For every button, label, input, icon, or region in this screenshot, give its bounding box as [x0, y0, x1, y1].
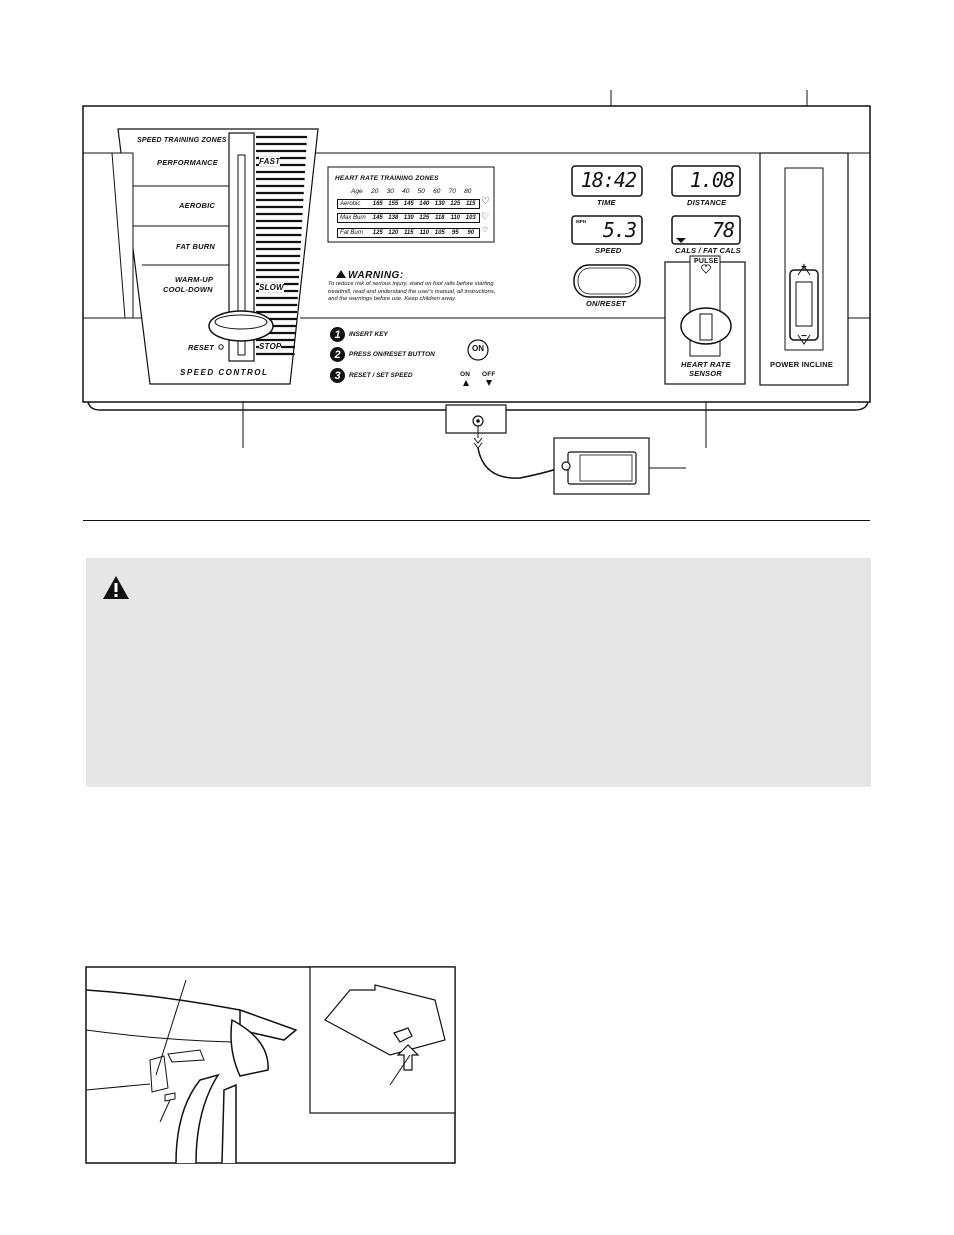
hr-row-aerobic: Aerobic 165 155 145 140 130 125 115 — [337, 199, 480, 209]
hr-sensor-label-2: SENSOR — [689, 369, 722, 378]
age-cell: 30 — [386, 188, 394, 195]
speed-unit: MPH — [576, 219, 586, 224]
warning-triangle-icon — [103, 576, 129, 599]
zone-aerobic: AEROBIC — [179, 201, 215, 210]
distance-label: DISTANCE — [687, 198, 727, 207]
step-text: PRESS ON/RESET BUTTON — [349, 351, 435, 358]
step-number: 2 — [330, 347, 345, 362]
speed-display: MPH 5.3 — [572, 216, 642, 244]
hr-cell: 105 — [434, 230, 445, 236]
fast-label: FAST — [259, 157, 281, 166]
distance-display: 1.08 — [672, 166, 740, 196]
hr-zone-name: Max Burn — [340, 215, 366, 221]
hr-cell: 155 — [388, 201, 399, 207]
pulse-label: PULSE — [694, 258, 719, 265]
hr-cell: 125 — [450, 201, 461, 207]
hr-cell: 138 — [388, 215, 399, 221]
hr-row-max-burn: Max Burn 145 138 130 125 118 110 103 — [337, 213, 480, 223]
hr-chart-title: HEART RATE TRAINING ZONES — [335, 175, 439, 182]
speed-control-label: SPEED CONTROL — [180, 368, 269, 377]
hr-cell: 125 — [372, 230, 383, 236]
console-warning-text: To reduce risk of serious injury, stand … — [328, 281, 496, 302]
hr-cell: 165 — [372, 201, 383, 207]
hr-age-row: Age 20 30 40 50 60 70 80 — [351, 188, 476, 195]
step-number: 3 — [330, 368, 345, 383]
cals-value: 78 — [711, 218, 735, 242]
zone-fat-burn: FAT BURN — [176, 242, 215, 251]
speed-value: 5.3 — [602, 218, 637, 242]
console-warning-title: WARNING: — [348, 270, 404, 281]
reset-label: RESET — [188, 343, 215, 352]
safety-key[interactable] — [554, 438, 649, 494]
hr-row-fat-burn: Fat Burn 125 120 115 110 105 95 90 — [337, 228, 480, 238]
incline-switch[interactable] — [790, 270, 818, 340]
step-2: 2 PRESS ON/RESET BUTTON — [330, 347, 435, 362]
hr-cell: 90 — [467, 230, 475, 236]
slow-label: SLOW — [259, 283, 284, 292]
speed-label: SPEED — [595, 246, 622, 255]
step-number: 1 — [330, 327, 345, 342]
on-label: ON — [460, 371, 471, 378]
hr-cell: 103 — [465, 215, 476, 221]
hr-cell: 130 — [403, 215, 414, 221]
step-1: 1 INSERT KEY — [330, 327, 388, 342]
age-cell: 40 — [402, 188, 410, 195]
heart-icon: ♡ — [481, 211, 490, 221]
hr-cell: 130 — [434, 201, 445, 207]
on-reset-label: ON/RESET — [586, 299, 626, 308]
step-text: RESET / SET SPEED — [349, 372, 413, 379]
maintenance-illustration — [85, 966, 456, 1164]
distance-value: 1.08 — [689, 168, 735, 192]
console-illustration — [82, 90, 871, 495]
hr-sensor-label-1: HEART RATE — [681, 360, 731, 369]
zone-cooldown: COOL-DOWN — [163, 285, 213, 294]
time-display: 18:42 — [572, 166, 642, 196]
zone-warmup: WARM-UP — [175, 275, 214, 284]
time-value: 18:42 — [580, 168, 637, 192]
zones-title: SPEED TRAINING ZONES — [137, 137, 227, 144]
stop-label: STOP — [259, 342, 282, 351]
age-cell: 50 — [417, 188, 425, 195]
warning-box — [86, 558, 871, 787]
hr-cell: 115 — [403, 230, 414, 236]
section-divider — [83, 520, 870, 521]
power-incline-label: POWER INCLINE — [770, 360, 834, 369]
age-cell: 60 — [433, 188, 441, 195]
on-button[interactable]: ON — [472, 344, 484, 353]
hr-zone-name: Fat Burn — [340, 230, 364, 236]
cals-label: CALS / FAT CALS — [675, 246, 741, 255]
incline-plus: + — [801, 262, 807, 273]
hr-cell: 140 — [419, 201, 430, 207]
hr-cell: 110 — [419, 230, 430, 236]
zone-performance: PERFORMANCE — [157, 158, 218, 167]
time-label: TIME — [597, 198, 616, 207]
age-label: Age — [351, 188, 363, 195]
on-reset-button[interactable] — [574, 265, 640, 297]
off-label: OFF — [482, 371, 496, 378]
hr-cell: 115 — [465, 201, 476, 207]
age-cell: 70 — [448, 188, 456, 195]
hr-cell: 120 — [388, 230, 399, 236]
hr-zone-name: Aerobic — [340, 201, 361, 207]
age-cell: 80 — [464, 188, 472, 195]
step-text: INSERT KEY — [349, 331, 388, 338]
hr-cell: 145 — [403, 201, 414, 207]
hr-cell: 145 — [372, 215, 383, 221]
heart-icon: ♡ — [482, 227, 489, 234]
heart-icon: ♡ — [481, 196, 490, 207]
hr-sensor-grip[interactable] — [681, 308, 731, 344]
step-3: 3 RESET / SET SPEED — [330, 368, 413, 383]
hr-cell: 95 — [451, 230, 459, 236]
cals-display: 78 — [672, 216, 740, 244]
speed-slider-knob[interactable] — [209, 311, 273, 341]
hr-cell: 125 — [419, 215, 430, 221]
age-cell: 20 — [371, 188, 379, 195]
hr-cell: 110 — [450, 215, 461, 221]
incline-minus: − — [801, 331, 807, 342]
hr-cell: 118 — [434, 215, 445, 221]
